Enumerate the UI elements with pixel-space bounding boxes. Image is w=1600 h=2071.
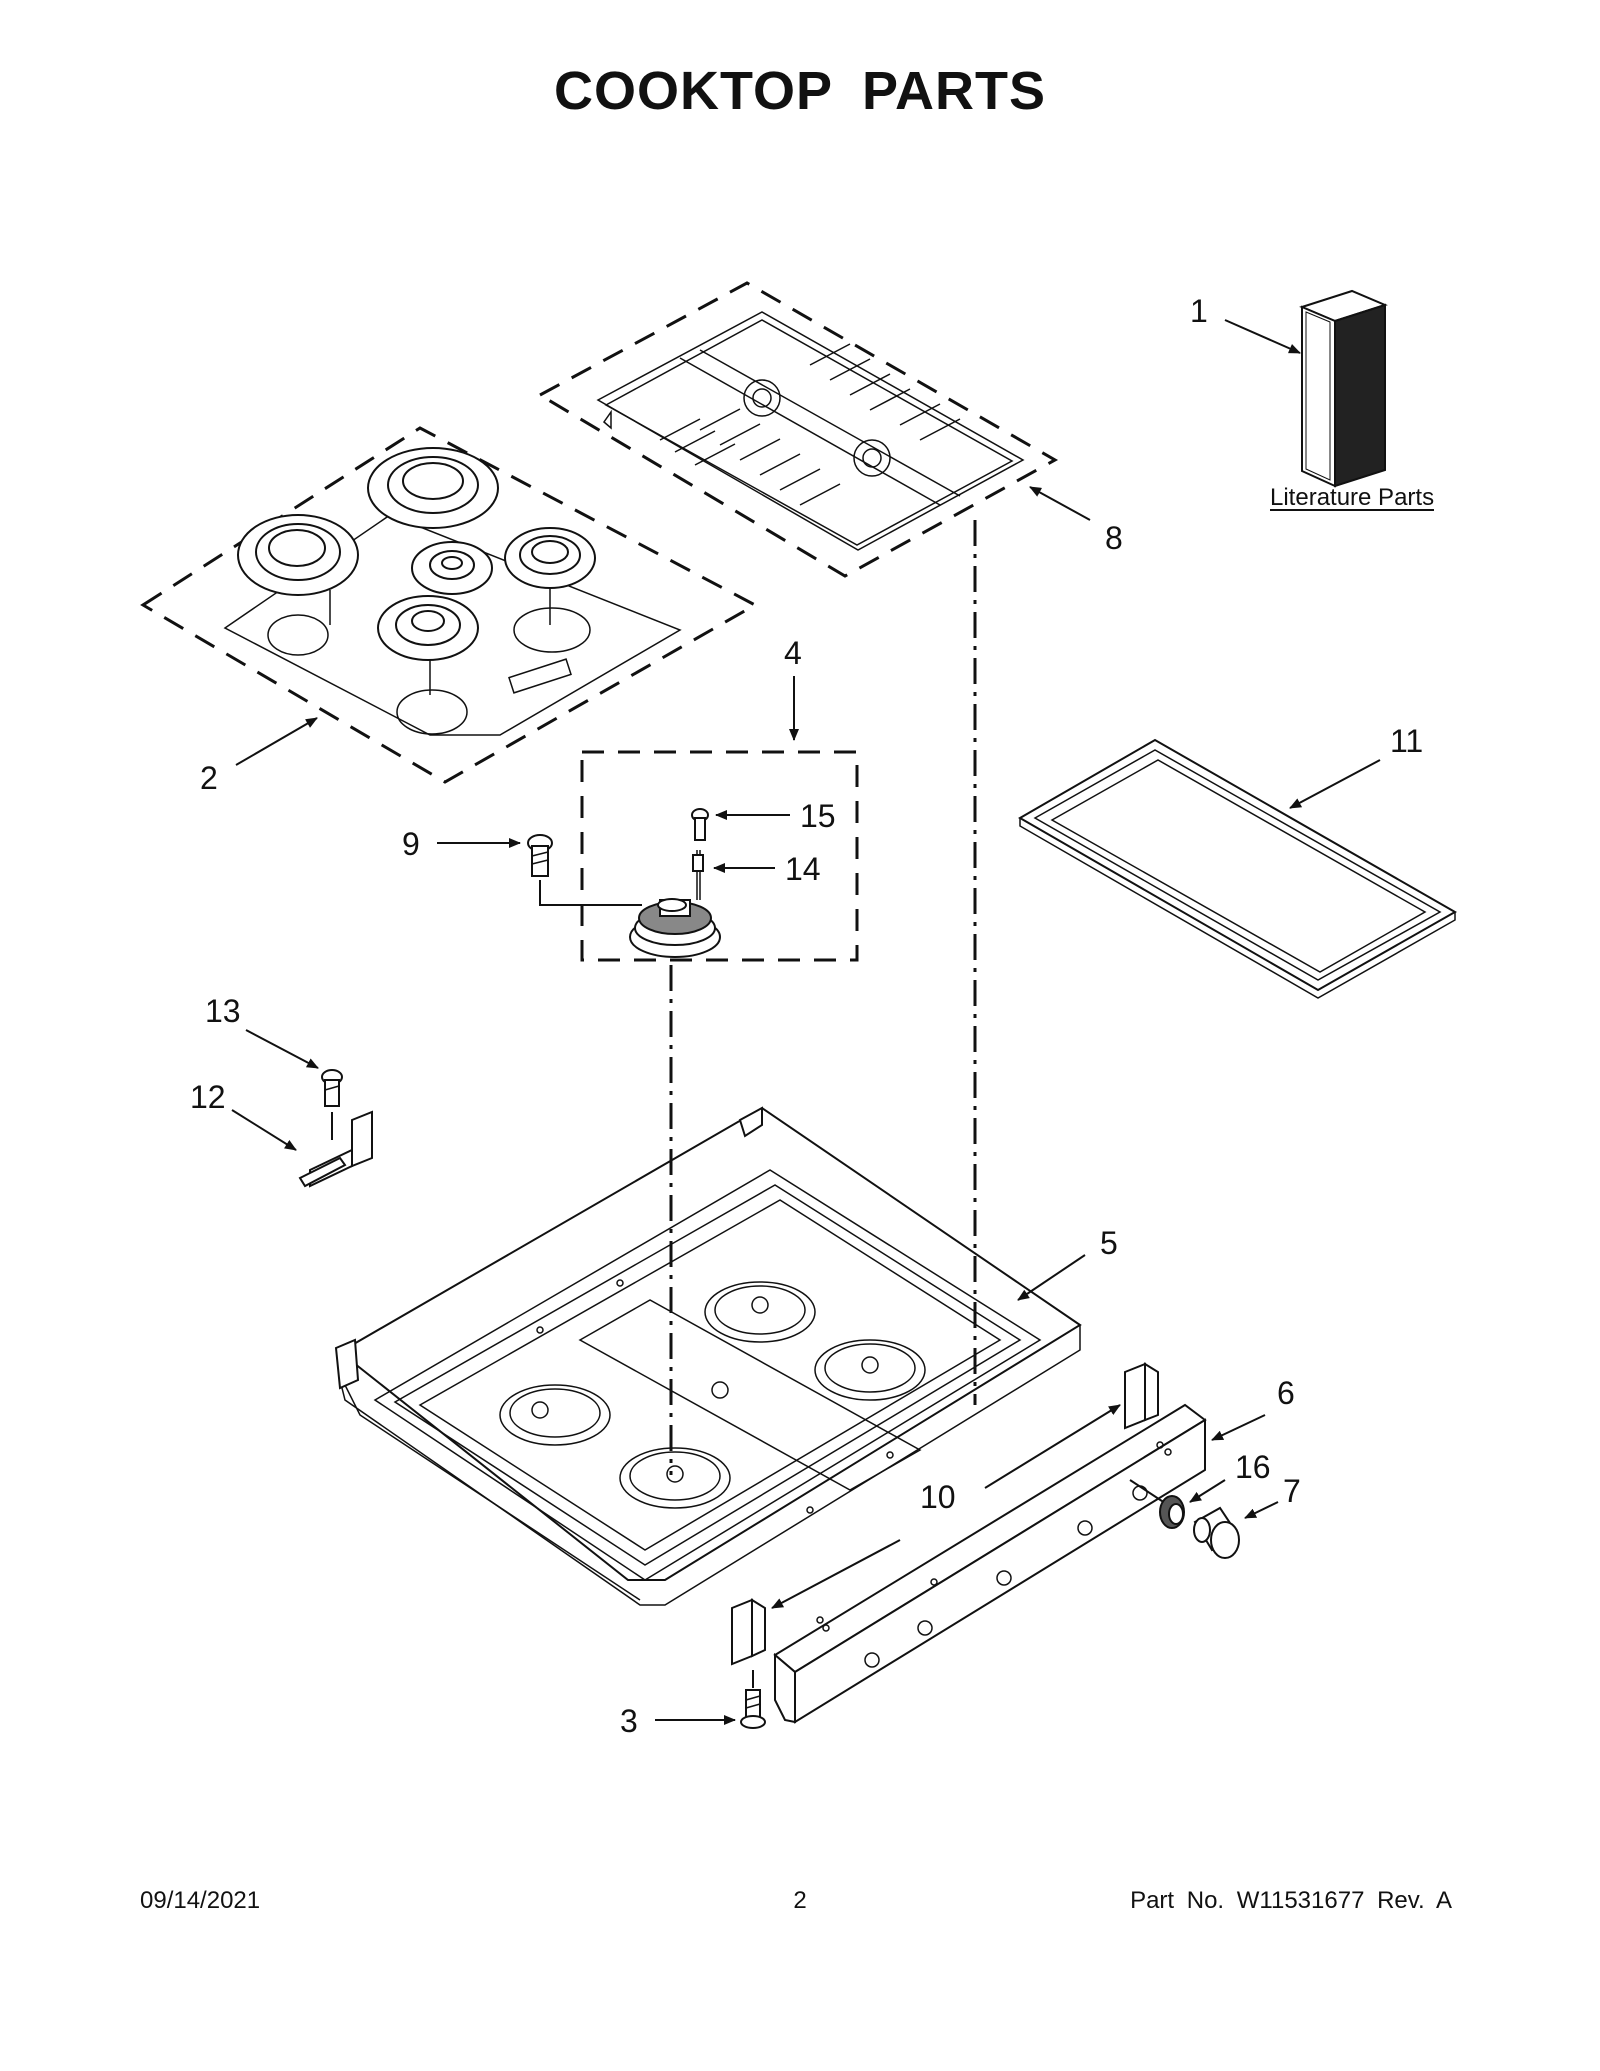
- callout-1: 1: [1190, 293, 1208, 329]
- manifold-bracket-left: [731, 1598, 766, 1666]
- leader-12: [231, 1109, 297, 1151]
- griddle: [1018, 738, 1458, 999]
- print-date: 09/14/2021: [140, 1887, 261, 1914]
- leader-10a: [984, 1404, 1121, 1489]
- control-knob: [1193, 1506, 1240, 1559]
- callout-14: 14: [785, 851, 821, 887]
- screw-15: [691, 808, 709, 841]
- callout-13: 13: [205, 993, 241, 1029]
- grate-group-box: [536, 281, 1059, 578]
- screw-13: [321, 1069, 343, 1107]
- leader-5: [1017, 1254, 1086, 1301]
- main-top: [334, 1106, 1082, 1606]
- knob-axis: [1129, 1479, 1169, 1506]
- literature-book: [1299, 289, 1388, 488]
- burner-base-box: [580, 750, 859, 962]
- callout-11: 11: [1390, 723, 1423, 759]
- bracket-12: [298, 1110, 373, 1188]
- callout-7: 7: [1283, 1473, 1301, 1509]
- part-number: Part No. W11531677 Rev. A: [1130, 1887, 1452, 1914]
- callout-2: 2: [200, 760, 218, 796]
- screw-3: [740, 1689, 766, 1729]
- leader-2: [235, 717, 318, 766]
- page-number: 2: [793, 1887, 807, 1914]
- callout-5: 5: [1100, 1225, 1118, 1261]
- leader-1: [1224, 319, 1301, 354]
- leader-10b: [771, 1539, 901, 1609]
- callout-3: 3: [620, 1703, 638, 1739]
- knob-bezel: [1159, 1495, 1185, 1529]
- callout-4: 4: [784, 635, 802, 671]
- cooktop-grates: [596, 311, 1025, 551]
- literature-parts-label: Literature Parts: [1270, 484, 1434, 511]
- callout-10: 10: [920, 1479, 956, 1515]
- manifold-panel: [773, 1403, 1207, 1724]
- callout-8: 8: [1105, 520, 1123, 556]
- screw-9: [527, 834, 553, 877]
- callout-16: 16: [1235, 1449, 1271, 1485]
- screw-wire-path: [539, 880, 642, 906]
- callout-9: 9: [402, 826, 420, 862]
- leader-16: [1189, 1479, 1226, 1503]
- burner-base: [629, 898, 721, 958]
- cooktop-burner-caps: [223, 447, 682, 736]
- leader-8: [1029, 486, 1091, 521]
- leader-13: [245, 1029, 319, 1069]
- callout-15: 15: [800, 798, 836, 834]
- leader-6: [1211, 1414, 1266, 1441]
- leader-11: [1289, 759, 1381, 809]
- page-title: COOKTOP PARTS: [553, 61, 1047, 121]
- burner-group-box: [140, 426, 759, 784]
- manifold-bracket-right: [1124, 1362, 1159, 1430]
- igniter-14: [692, 850, 704, 900]
- callout-12: 12: [190, 1079, 226, 1115]
- callout-6: 6: [1277, 1375, 1295, 1411]
- leader-7: [1244, 1501, 1279, 1519]
